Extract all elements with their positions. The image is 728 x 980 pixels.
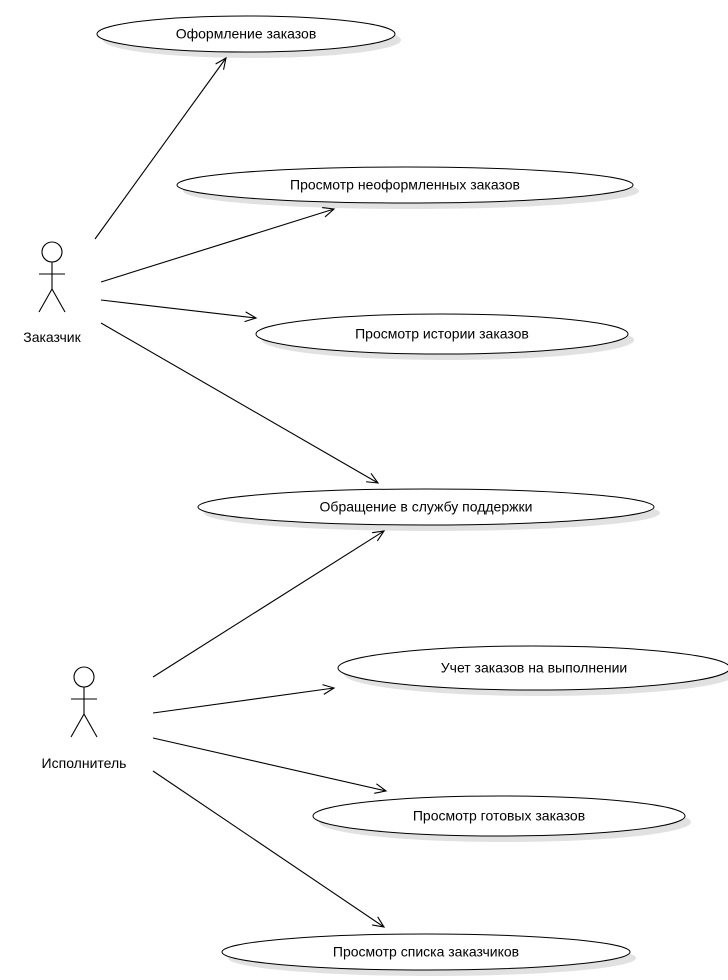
use-case-uc5: Учет заказов на выполнении: [337, 645, 728, 691]
use-case-ellipse: [312, 795, 686, 837]
association-arrow: [94, 56, 227, 240]
use-case-label: Просмотр списка заказчиков: [333, 944, 519, 960]
arrowhead-icon: [322, 207, 336, 218]
association-line: [152, 770, 385, 928]
actor-icon: [38, 241, 66, 313]
use-case-uc1: Оформление заказов: [96, 15, 396, 53]
use-case-label: Просмотр готовых заказов: [413, 808, 585, 824]
arrowhead-icon: [372, 530, 386, 542]
use-case-ellipse: [337, 645, 728, 691]
association-arrow: [152, 770, 386, 928]
association-line: [100, 299, 257, 319]
use-case-uc7: Просмотр списка заказчиков: [221, 933, 631, 971]
arrowhead-icon: [374, 783, 388, 794]
use-case-label: Оформление заказов: [176, 26, 317, 42]
association-line: [100, 322, 379, 484]
actor-label: Исполнитель: [42, 755, 127, 771]
actor-customer: Заказчик: [23, 241, 82, 345]
use-case-uc3: Просмотр истории заказов: [255, 313, 629, 355]
use-case-label: Просмотр неоформленных заказов: [290, 177, 520, 193]
arrowhead-icon: [215, 56, 227, 70]
actor-label: Заказчик: [23, 329, 81, 345]
arrowhead-icon: [322, 684, 336, 695]
association-arrow: [152, 530, 386, 678]
use-case-ellipse: [221, 933, 631, 971]
use-case-uc2: Просмотр неоформленных заказов: [176, 166, 634, 204]
use-case-ellipse: [96, 15, 396, 53]
association-line: [100, 208, 335, 283]
association-arrow: [100, 322, 380, 484]
use-case-ellipse: [197, 488, 655, 526]
arrowhead-icon: [244, 311, 258, 323]
arrowhead-icon: [366, 472, 380, 484]
use-case-label: Просмотр истории заказов: [355, 326, 529, 342]
associations-layer: [94, 56, 388, 928]
association-line: [152, 687, 335, 714]
use-case-ellipse: [176, 166, 634, 204]
use-case-uc4: Обращение в службу поддержки: [197, 488, 655, 526]
association-arrow: [100, 299, 258, 323]
association-arrow: [152, 684, 336, 714]
use-case-label: Обращение в службу поддержки: [320, 499, 533, 515]
use-case-uc6: Просмотр готовых заказов: [312, 795, 686, 837]
use-case-label: Учет заказов на выполнении: [441, 660, 627, 676]
association-line: [152, 530, 385, 678]
arrowhead-icon: [372, 916, 386, 928]
association-arrow: [100, 207, 336, 283]
association-arrow: [152, 737, 388, 794]
use-case-ellipse: [255, 313, 629, 355]
actor-icon: [70, 666, 98, 738]
association-line: [94, 57, 227, 240]
association-line: [152, 737, 387, 792]
actor-executor: Исполнитель: [42, 666, 127, 771]
